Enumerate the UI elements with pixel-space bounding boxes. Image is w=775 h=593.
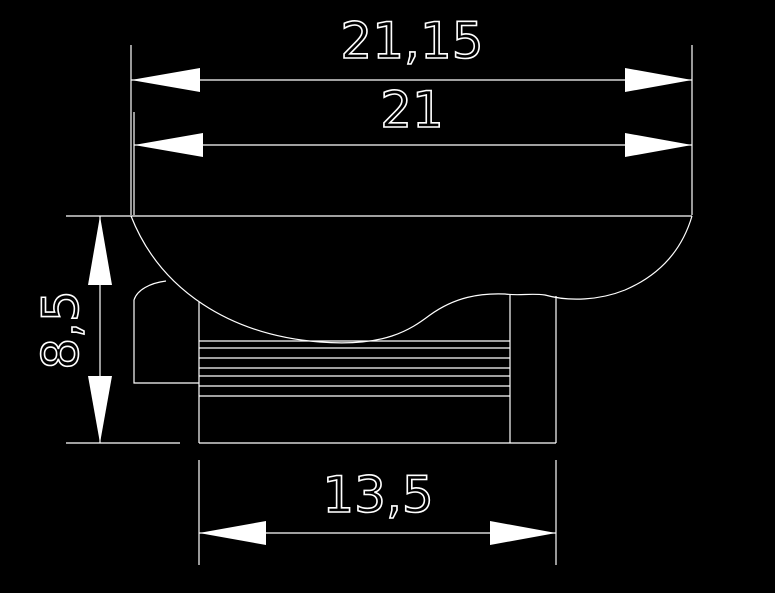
arrowhead-base-left	[199, 521, 266, 545]
arrowhead-bottom	[88, 376, 112, 443]
dimension-base: 13,5	[198, 460, 557, 565]
rib-lines	[199, 340, 510, 397]
dimension-label-outer: 21,15	[340, 12, 483, 70]
dimension-height: 8,5	[31, 215, 180, 444]
arrowhead-top	[88, 216, 112, 285]
bowl-profile	[130, 215, 693, 344]
dimension-label-base: 13,5	[322, 466, 433, 524]
arrowhead-right-inner	[625, 133, 692, 157]
dimension-label-inner: 21	[380, 81, 444, 139]
arrowhead-left-inner	[134, 133, 203, 157]
arrowhead-right-outer	[625, 68, 692, 92]
dimension-label-height: 8,5	[32, 290, 90, 370]
dimension-overall-inner: 21	[133, 80, 692, 215]
arrowhead-left-outer	[131, 68, 200, 92]
dimension-overall-outer: 21,15	[130, 11, 693, 215]
arrowhead-base-right	[490, 521, 556, 545]
part-outline	[130, 215, 693, 444]
left-flange	[133, 280, 199, 384]
